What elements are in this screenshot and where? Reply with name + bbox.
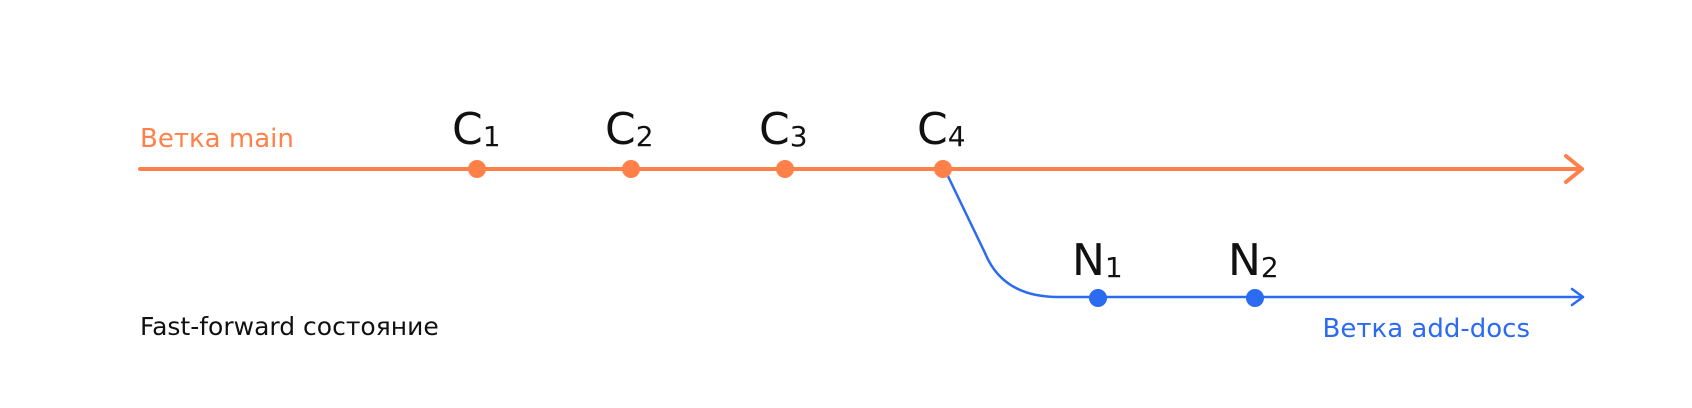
commit-c4: C4 (917, 104, 966, 178)
commit-dot (1089, 289, 1107, 307)
commit-index: 1 (1105, 251, 1123, 284)
main-branch-label: Ветка main (140, 124, 294, 154)
commit-c3: C3 (759, 104, 808, 178)
add-docs-branch-arrowhead (1570, 287, 1585, 307)
commit-index: 1 (483, 120, 501, 153)
commit-label: N1 (1072, 235, 1123, 286)
commit-n1: N1 (1072, 235, 1123, 307)
commit-dot (468, 160, 486, 178)
commit-letter: C (452, 104, 483, 155)
add-docs-branch-label: Ветка add-docs (1323, 314, 1530, 344)
commit-dot (934, 160, 952, 178)
commit-letter: N (1072, 235, 1105, 286)
commit-letter: C (759, 104, 790, 155)
commit-index: 3 (790, 120, 808, 153)
commit-index: 2 (636, 120, 654, 153)
commit-c1: C1 (452, 104, 501, 178)
commit-label: C1 (452, 104, 501, 155)
commit-dot (776, 160, 794, 178)
commit-letter: C (605, 104, 636, 155)
commit-dot (622, 160, 640, 178)
commit-label: C3 (759, 104, 808, 155)
commit-dot (1246, 289, 1264, 307)
commit-letter: C (917, 104, 948, 155)
commit-index: 4 (948, 120, 966, 153)
add-docs-branch-line (943, 168, 1584, 299)
commit-c2: C2 (605, 104, 654, 178)
commit-label: C4 (917, 104, 966, 155)
commit-n2: N2 (1228, 235, 1279, 307)
commit-label: C2 (605, 104, 654, 155)
state-caption: Fast-forward состояние (140, 312, 439, 341)
commit-letter: N (1228, 235, 1261, 286)
commit-index: 2 (1261, 251, 1279, 284)
main-branch-arrowhead (1564, 154, 1584, 184)
commit-label: N2 (1228, 235, 1279, 286)
